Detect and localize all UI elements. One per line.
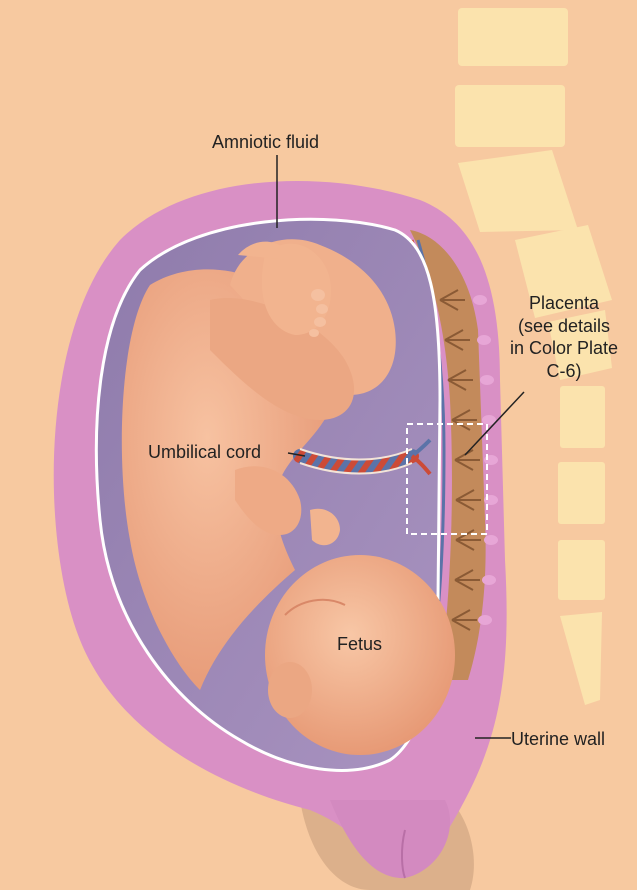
label-amniotic-fluid: Amniotic fluid xyxy=(212,131,319,153)
fetus-head xyxy=(265,555,455,755)
label-placenta: Placenta (see details in Color Plate C-6… xyxy=(510,292,618,382)
label-placenta-line: in Color Plate xyxy=(510,337,618,360)
label-placenta-line: Placenta xyxy=(510,292,618,315)
vertebra xyxy=(558,462,605,524)
fetus-ear xyxy=(268,662,312,718)
vertebra xyxy=(458,8,568,66)
label-fetus: Fetus xyxy=(337,633,382,655)
label-uterine-wall: Uterine wall xyxy=(511,728,605,750)
label-umbilical-cord: Umbilical cord xyxy=(148,441,261,463)
vertebra xyxy=(558,540,605,600)
label-placenta-line: C-6) xyxy=(510,360,618,383)
vertebra xyxy=(560,386,605,448)
label-placenta-line: (see details xyxy=(510,315,618,338)
vertebra xyxy=(455,85,565,147)
